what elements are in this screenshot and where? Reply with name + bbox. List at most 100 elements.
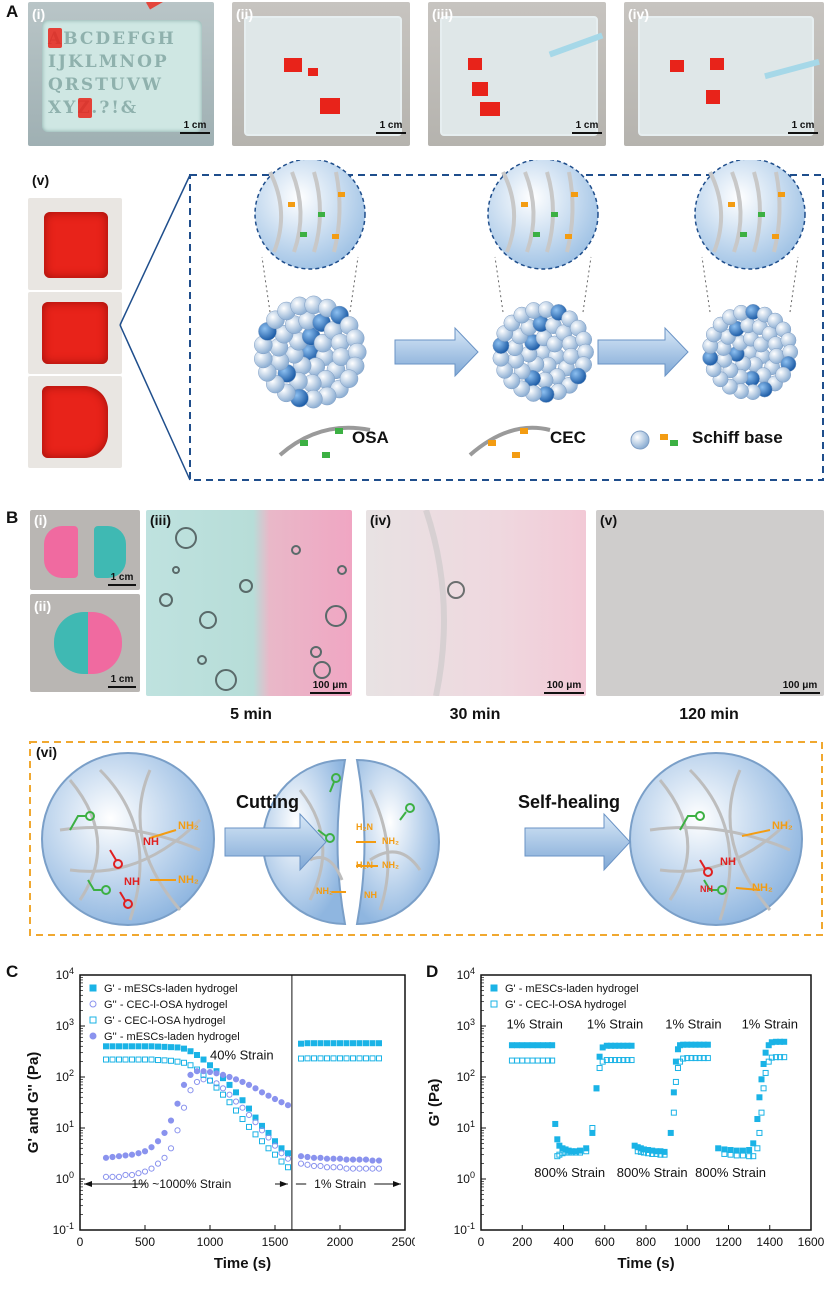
data-point [174,1058,181,1065]
polymer-chain [523,171,536,253]
data-point [727,1151,734,1158]
data-point [529,1057,536,1064]
scalebar-a-ii: 1 cm [376,120,406,134]
photo-a-iii [428,2,606,146]
data-point [762,1049,769,1056]
data-point [758,1076,765,1083]
annotation-800-strain: 800% Strain [617,1165,688,1180]
data-point [174,1044,181,1051]
label-b-iii: (iii) [150,512,171,528]
data-point [135,1150,142,1157]
microsphere [339,369,359,388]
amine-mark [512,452,520,458]
data-point [232,1098,240,1105]
data-point [688,1055,695,1062]
aldehyde-mark [322,452,330,458]
arrow-self-healing [524,812,631,872]
x-tick-label: 400 [553,1235,573,1249]
crosslink-mark [740,232,747,237]
data-point [765,1058,772,1065]
label-a-ii: (ii) [236,6,254,22]
data-point [667,1129,674,1136]
data-point [161,1043,168,1050]
data-point [226,1091,233,1098]
data-point [142,1056,148,1063]
panel-letter-b: B [6,508,19,527]
data-point [616,1057,623,1064]
data-point [226,1073,233,1081]
data-point [200,1068,207,1075]
x-tick-label: 800 [636,1235,656,1249]
data-point [297,1153,305,1160]
crosslink-mark [728,202,735,207]
data-point [272,1151,278,1158]
data-point [739,1152,746,1159]
data-point [194,1052,200,1059]
data-point [154,1160,162,1167]
gel-sphere-2 [629,752,803,926]
legend-marker [89,1016,97,1024]
data-point [680,1055,687,1062]
mold-row-4: XYZ.?!& [48,98,139,118]
data-point [519,1057,526,1064]
data-point [514,1057,521,1064]
data-point [376,1040,382,1047]
label-osa: OSA [352,428,389,447]
data-point [187,1062,194,1069]
data-point [634,1148,641,1155]
data-point [715,1145,722,1152]
legend-marker [89,1000,97,1008]
data-point [128,1171,136,1179]
data-point [756,1094,763,1101]
data-point [252,1085,259,1092]
data-point [174,1127,181,1134]
data-point [508,1042,515,1049]
data-point [781,1038,788,1045]
data-point [252,1131,259,1138]
label-b-v: (v) [600,512,618,528]
data-point [258,1127,266,1134]
zoom-guide [789,256,799,313]
legend-entry: G' - mESCs-laden hydrogel [505,983,639,995]
data-point [233,1107,239,1114]
data-point [330,1155,337,1162]
scalebar-a-i: 1 cm [180,120,210,134]
data-point [174,1100,181,1107]
data-point [324,1055,330,1062]
annotation-1-strain: 1% Strain [314,1177,366,1191]
chem-nh-1: NH [143,836,159,848]
polymer-chain [772,171,782,253]
data-point [337,1040,343,1047]
data-point [239,1097,246,1104]
data-point [323,1155,331,1162]
data-point [180,1104,188,1111]
diagram-b-vi [29,741,823,936]
data-point [245,1111,253,1119]
data-point [529,1042,536,1049]
data-point [777,1054,784,1061]
y-axis-label: G' (Pa) [426,1079,443,1127]
data-point [343,1165,350,1172]
legend-marker [89,984,97,992]
polymer-chain [332,171,342,253]
data-point [246,1105,252,1112]
mold-row-2: IJKLMNOP [48,52,169,72]
y-tick-label: 102 [457,1068,475,1084]
data-point [155,1057,161,1064]
data-point [746,1153,753,1160]
x-tick-label: 600 [595,1235,615,1249]
scalebar-a-iv: 1 cm [788,120,818,134]
data-point [603,1057,610,1064]
data-point [343,1040,350,1047]
data-point [556,1151,563,1158]
data-point [180,1081,188,1088]
data-point [657,1151,664,1158]
polymer-chain [268,171,284,253]
annotation-1-strain: 1% Strain [506,1016,562,1031]
data-point [213,1080,220,1087]
data-point [524,1057,531,1064]
data-point [239,1104,246,1111]
data-point [336,1164,344,1171]
crosslink-mark [521,202,528,207]
x-tick-label: 0 [77,1235,84,1249]
